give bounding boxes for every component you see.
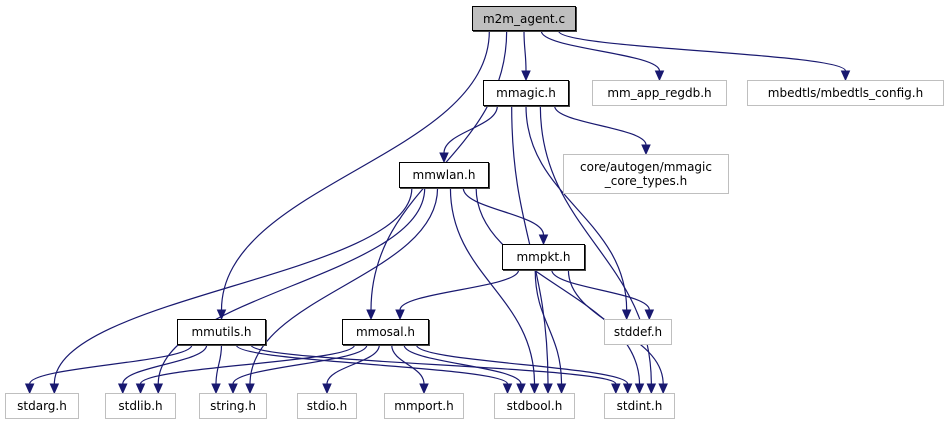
arrowhead-icon — [538, 234, 549, 246]
arrowhead-icon — [556, 383, 567, 395]
node-stdio: stdio.h — [297, 393, 357, 419]
node-m2m: m2m_agent.c — [472, 6, 576, 31]
arrowhead-icon — [228, 383, 238, 395]
arrowhead-icon — [366, 309, 376, 321]
edge-mmwlan-mmpkt — [462, 187, 545, 236]
node-mmagic[interactable]: mmagic.h — [483, 80, 569, 106]
arrowhead-icon — [521, 70, 531, 82]
arrowhead-icon — [135, 383, 146, 395]
edge-m2m-mbedtls — [558, 30, 847, 72]
edge-mmpkt-mmosal — [399, 269, 520, 311]
arrowhead-icon — [654, 70, 665, 82]
edge-mmutils-stdint — [250, 344, 617, 385]
node-mmpkt[interactable]: mmpkt.h — [502, 244, 585, 270]
edge-mmosal-stdlib — [139, 344, 356, 385]
arrowhead-icon — [646, 383, 657, 395]
node-stdint: stdint.h — [604, 393, 675, 419]
edge-mmutils-stdarg — [29, 344, 193, 385]
arrowhead-icon — [840, 70, 851, 82]
edge-mmosal-stdbool — [403, 344, 522, 385]
node-mmport: mmport.h — [384, 393, 464, 419]
arrowhead-icon — [634, 383, 645, 395]
node-regdb: mm_app_regdb.h — [592, 80, 727, 106]
edge-mmosal-stdio — [326, 344, 380, 385]
edge-mmosal-stdint — [415, 344, 629, 385]
arrowhead-icon — [395, 309, 405, 321]
edge-mmutils-stdbool — [235, 344, 509, 385]
node-mmwlan[interactable]: mmwlan.h — [399, 162, 489, 188]
edge-mmosal-string — [232, 344, 368, 385]
arrowhead-icon — [211, 383, 221, 395]
node-stddef: stddef.h — [604, 319, 672, 345]
edge-mmagic-stddef — [525, 105, 628, 311]
edge-mmutils-stdlib — [122, 344, 208, 385]
arrowhead-icon — [516, 383, 526, 395]
arrowhead-icon — [153, 383, 164, 395]
edge-mmpkt-stddef — [551, 269, 650, 311]
edge-mmutils-string — [215, 344, 223, 385]
arrowhead-icon — [439, 152, 449, 164]
arrowhead-icon — [216, 309, 227, 321]
arrowhead-icon — [322, 383, 332, 395]
arrowhead-icon — [502, 383, 513, 395]
edge-mmwlan-stdlib — [157, 187, 426, 385]
arrowhead-icon — [621, 309, 632, 321]
arrowhead-icon — [644, 309, 655, 321]
arrowhead-icon — [245, 383, 255, 395]
node-stdbool: stdbool.h — [494, 393, 575, 419]
edge-mmagic-mmwlan — [443, 105, 498, 154]
arrowhead-icon — [24, 383, 35, 395]
edge-m2m-regdb — [540, 30, 661, 72]
arrowhead-icon — [658, 383, 668, 395]
edge-mmwlan-stdint — [475, 187, 641, 385]
arrowhead-icon — [641, 144, 651, 156]
edge-mmosal-mmport — [391, 344, 425, 385]
node-stdarg: stdarg.h — [5, 393, 79, 419]
edge-m2m-mmagic — [523, 30, 527, 72]
edge-mmwlan-stdarg — [53, 187, 413, 385]
node-stdlib: stdlib.h — [105, 393, 176, 419]
edge-mmwlan-string — [249, 187, 439, 385]
edge-mmagic-coretypes — [554, 105, 647, 146]
node-coretypes: core/autogen/mmagic _core_types.h — [563, 154, 729, 194]
arrowhead-icon — [622, 383, 633, 395]
arrowhead-icon — [611, 383, 621, 395]
node-mbedtls: mbedtls/mbedtls_config.h — [747, 80, 944, 106]
node-string: string.h — [199, 393, 267, 419]
edge-m2m-mmutils — [220, 30, 490, 311]
arrowhead-icon — [117, 383, 128, 395]
arrowhead-icon — [49, 383, 60, 395]
arrowhead-icon — [419, 383, 429, 395]
arrowhead-icon — [543, 383, 553, 395]
node-mmosal[interactable]: mmosal.h — [342, 319, 429, 345]
edge-mmwlan-stdbool — [449, 187, 536, 385]
node-mmutils[interactable]: mmutils.h — [177, 319, 266, 345]
arrowhead-icon — [529, 383, 540, 395]
